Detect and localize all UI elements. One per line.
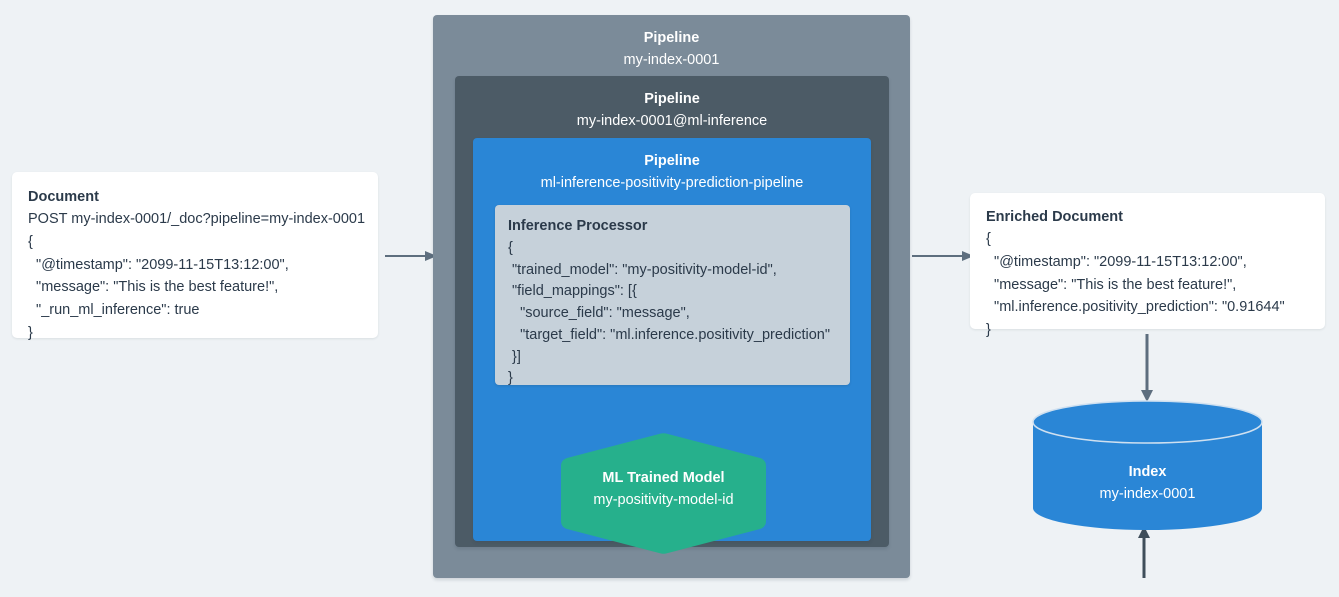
inference-processor-card: Inference Processor { "trained_model": "… xyxy=(495,205,850,386)
inference-processor-title: Inference Processor xyxy=(508,218,648,234)
pipeline-outer-name: my-index-0001 xyxy=(623,51,720,68)
document-card-title: Document xyxy=(28,189,99,205)
document-card: Document POST my-index-0001/_doc?pipelin… xyxy=(12,172,378,341)
arrow-pipeline-to-enriched-icon xyxy=(912,248,974,264)
pipeline-middle-name: my-index-0001@ml-inference xyxy=(576,112,768,129)
document-line: "_run_ml_inference": true xyxy=(28,301,200,318)
document-line: POST my-index-0001/_doc?pipeline=my-inde… xyxy=(28,211,366,228)
enriched-document-line: "message": "This is the best feature!", xyxy=(986,276,1237,293)
inference-processor-line: }] xyxy=(508,348,521,365)
inference-processor-line: "field_mappings": [{ xyxy=(508,283,637,300)
arrow-enriched-to-index-icon xyxy=(1139,334,1155,402)
document-line: { xyxy=(28,234,33,251)
enriched-document-line: { xyxy=(986,231,991,248)
document-line: "message": "This is the best feature!", xyxy=(28,279,279,296)
enriched-document-line: "@timestamp": "2099-11-15T13:12:00", xyxy=(986,254,1247,271)
enriched-document-title: Enriched Document xyxy=(986,209,1123,225)
enriched-document-line: } xyxy=(986,321,991,338)
arrow-model-to-processor-icon xyxy=(1136,526,1152,578)
pipeline-middle-kind: Pipeline xyxy=(644,91,700,107)
pipeline-inner: Pipeline ml-inference-positivity-predict… xyxy=(473,138,1150,578)
ml-trained-model-shape: ML Trained Model my-positivity-model-id xyxy=(556,432,771,555)
pipeline-outer-kind: Pipeline xyxy=(643,30,700,46)
pipeline-inner-name: ml-inference-positivity-prediction-pipel… xyxy=(540,174,804,191)
inference-processor-line: "trained_model": "my-positivity-model-id… xyxy=(508,261,777,278)
pipeline-inner-header: Pipeline ml-inference-positivity-predict… xyxy=(473,138,871,195)
document-line: "@timestamp": "2099-11-15T13:12:00", xyxy=(28,256,289,273)
inference-processor-line: "source_field": "message", xyxy=(508,305,690,321)
inference-processor-line: "target_field": "ml.inference.positivity… xyxy=(508,326,831,343)
inference-processor-line: } xyxy=(508,370,513,387)
enriched-document-line: "ml.inference.positivity_prediction": "0… xyxy=(986,299,1285,316)
document-line: } xyxy=(28,324,33,341)
index-cylinder-shape: Index my-index-0001 xyxy=(1032,400,1263,530)
pipeline-middle-header: Pipeline my-index-0001@ml-inference xyxy=(455,76,889,133)
enriched-document-card: Enriched Document { "@timestamp": "2099-… xyxy=(970,193,1325,338)
pipeline-outer-header: Pipeline my-index-0001 xyxy=(433,15,910,72)
arrow-document-to-pipeline-icon xyxy=(385,248,437,264)
inference-processor-line: { xyxy=(508,239,513,256)
pipeline-inner-kind: Pipeline xyxy=(644,153,700,169)
